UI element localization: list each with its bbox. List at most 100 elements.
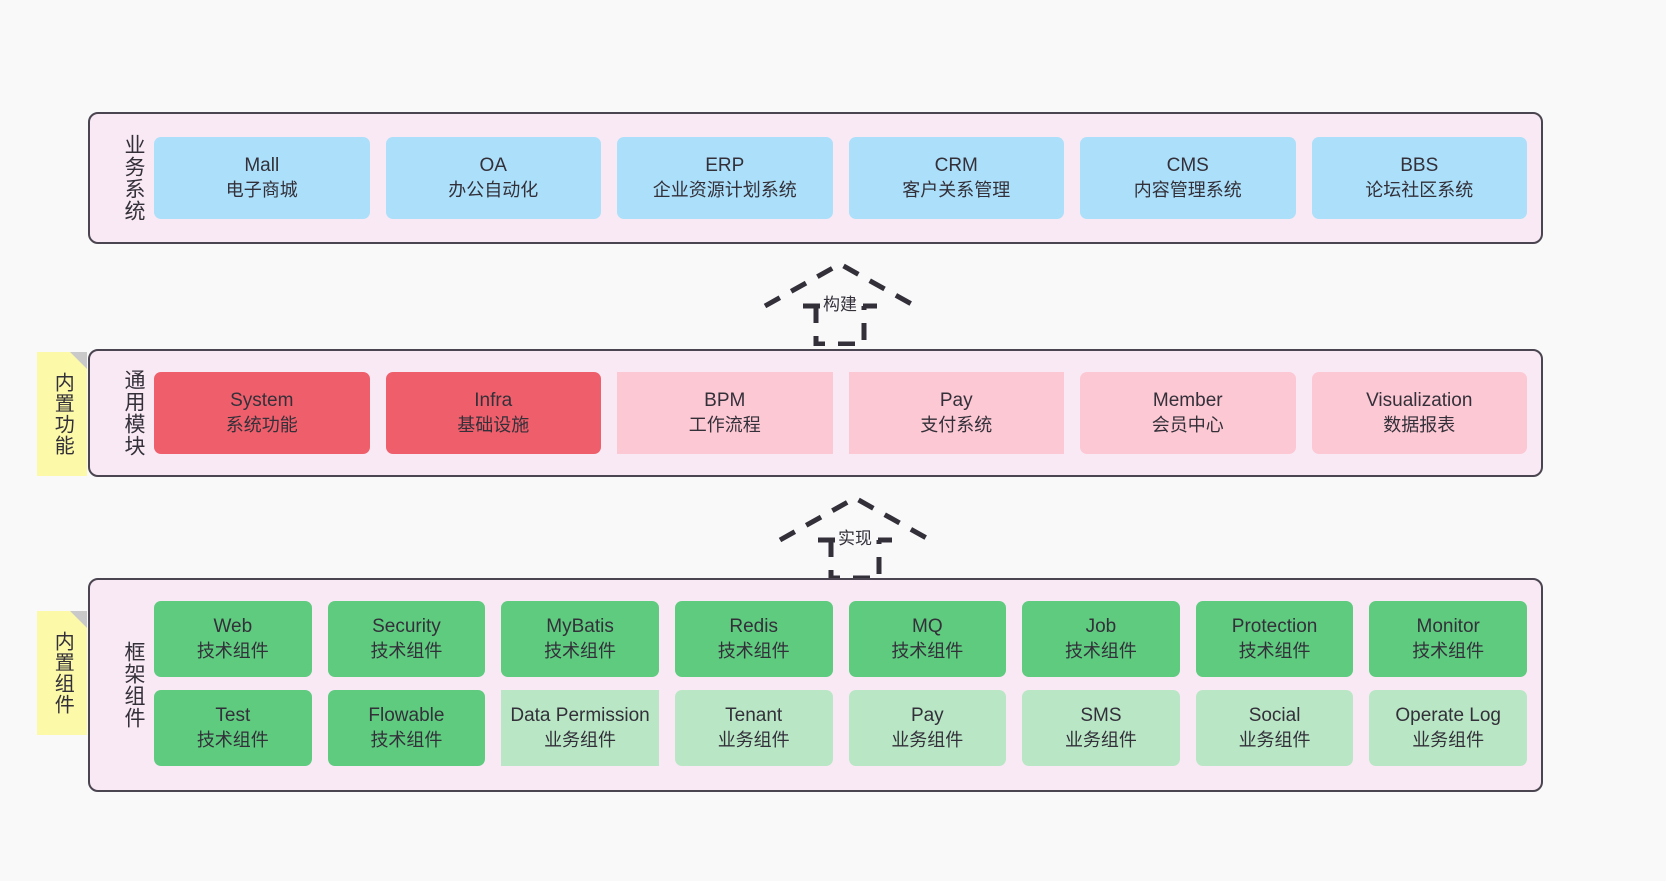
arrow-implement-label: 实现: [836, 524, 874, 549]
card-web-en: Web: [213, 616, 253, 638]
layer-business-systems: 业务系统 Mall 电子商城 OA 办公自动化 ERP 企业资源计划系统 CRM…: [88, 112, 1543, 244]
card-redis-en: Redis: [729, 616, 778, 638]
card-visualization-cn: 数据报表: [1383, 414, 1456, 435]
card-crm-en: CRM: [934, 155, 978, 177]
note-builtin-component: 内置组件: [37, 611, 87, 735]
card-security-en: Security: [372, 616, 441, 638]
card-sms-en: SMS: [1080, 705, 1122, 727]
card-flowable-en: Flowable: [368, 705, 445, 727]
note-builtin-function: 内置功能: [37, 352, 87, 476]
layer-framework-components: 框架组件 Web 技术组件 Security 技术组件 MyBatis 技术组件…: [88, 578, 1543, 792]
card-mq[interactable]: MQ 技术组件: [848, 601, 1007, 677]
card-sms[interactable]: SMS 业务组件: [1022, 690, 1180, 766]
card-job[interactable]: Job 技术组件: [1022, 601, 1180, 677]
card-visualization-en: Visualization: [1366, 390, 1473, 412]
card-mq-en: MQ: [912, 616, 943, 638]
card-pay-module-en: Pay: [939, 390, 973, 412]
framework-components-row-tech: Web 技术组件 Security 技术组件 MyBatis 技术组件 Redi…: [154, 601, 1527, 677]
card-member-en: Member: [1152, 390, 1223, 412]
card-web-cn: 技术组件: [196, 640, 269, 661]
card-mall-en: Mall: [244, 155, 280, 177]
card-visualization[interactable]: Visualization 数据报表: [1311, 372, 1527, 454]
card-monitor[interactable]: Monitor 技术组件: [1369, 601, 1527, 677]
card-bpm-cn: 工作流程: [688, 414, 761, 435]
card-protection-en: Protection: [1231, 616, 1318, 638]
card-social[interactable]: Social 业务组件: [1195, 690, 1354, 766]
layer-common-modules: 通用模块 System 系统功能 Infra 基础设施 BPM 工作流程 Pay…: [88, 349, 1543, 477]
card-crm-cn: 客户关系管理: [902, 179, 1011, 200]
card-system-en: System: [230, 390, 294, 412]
card-infra[interactable]: Infra 基础设施: [385, 372, 601, 454]
card-bpm-en: BPM: [704, 390, 746, 412]
card-data-permission-en: Data Permission: [510, 705, 650, 727]
card-cms[interactable]: CMS 内容管理系统: [1080, 137, 1296, 219]
card-pay-component-cn: 业务组件: [891, 729, 964, 750]
card-tenant-en: Tenant: [725, 705, 783, 727]
card-protection[interactable]: Protection 技术组件: [1195, 601, 1354, 677]
card-pay-module[interactable]: Pay 支付系统: [848, 372, 1064, 454]
card-redis-cn: 技术组件: [717, 640, 790, 661]
layer-framework-components-title: 框架组件: [122, 641, 145, 729]
card-mybatis-en: MyBatis: [546, 616, 614, 638]
card-bbs-en: BBS: [1400, 155, 1439, 177]
framework-components-card-grid: Web 技术组件 Security 技术组件 MyBatis 技术组件 Redi…: [144, 601, 1541, 769]
card-cms-cn: 内容管理系统: [1133, 179, 1242, 200]
card-sms-cn: 业务组件: [1064, 729, 1137, 750]
card-pay-component-en: Pay: [910, 705, 944, 727]
card-protection-cn: 技术组件: [1238, 640, 1311, 661]
note-fold-corner-icon: [70, 611, 87, 628]
card-mall[interactable]: Mall 电子商城: [154, 137, 370, 219]
generalization-arrow-implement: 实现: [770, 492, 940, 580]
card-oa[interactable]: OA 办公自动化: [385, 137, 601, 219]
card-oa-cn: 办公自动化: [448, 179, 539, 200]
card-crm[interactable]: CRM 客户关系管理: [848, 137, 1064, 219]
card-security[interactable]: Security 技术组件: [327, 601, 486, 677]
note-fold-corner-icon: [70, 352, 87, 369]
card-bpm[interactable]: BPM 工作流程: [617, 372, 833, 454]
card-operate-log-cn: 业务组件: [1412, 729, 1485, 750]
card-monitor-en: Monitor: [1416, 616, 1480, 638]
card-pay-component[interactable]: Pay 业务组件: [848, 690, 1007, 766]
card-system-cn: 系统功能: [225, 414, 298, 435]
card-flowable[interactable]: Flowable 技术组件: [327, 690, 486, 766]
card-security-cn: 技术组件: [370, 640, 443, 661]
card-mybatis-cn: 技术组件: [544, 640, 617, 661]
card-erp-en: ERP: [705, 155, 745, 177]
card-system[interactable]: System 系统功能: [154, 372, 370, 454]
arrow-build-label: 构建: [821, 290, 859, 315]
card-flowable-cn: 技术组件: [370, 729, 443, 750]
card-test-cn: 技术组件: [196, 729, 269, 750]
card-erp[interactable]: ERP 企业资源计划系统: [617, 137, 833, 219]
note-builtin-function-text: 内置功能: [51, 372, 74, 456]
generalization-arrow-build: 构建: [755, 258, 925, 346]
card-social-cn: 业务组件: [1238, 729, 1311, 750]
card-test[interactable]: Test 技术组件: [154, 690, 312, 766]
card-infra-en: Infra: [474, 390, 513, 412]
card-infra-cn: 基础设施: [457, 414, 530, 435]
card-data-permission[interactable]: Data Permission 业务组件: [501, 690, 659, 766]
card-data-permission-cn: 业务组件: [544, 729, 617, 750]
card-redis[interactable]: Redis 技术组件: [674, 601, 833, 677]
card-bbs[interactable]: BBS 论坛社区系统: [1311, 137, 1527, 219]
card-monitor-cn: 技术组件: [1412, 640, 1485, 661]
card-member-cn: 会员中心: [1151, 414, 1224, 435]
card-job-cn: 技术组件: [1064, 640, 1137, 661]
card-job-en: Job: [1085, 616, 1117, 638]
card-social-en: Social: [1248, 705, 1301, 727]
framework-components-row-business: Test 技术组件 Flowable 技术组件 Data Permission …: [154, 690, 1527, 766]
card-oa-en: OA: [479, 155, 507, 177]
card-member[interactable]: Member 会员中心: [1080, 372, 1296, 454]
card-tenant[interactable]: Tenant 业务组件: [674, 690, 833, 766]
card-operate-log[interactable]: Operate Log 业务组件: [1369, 690, 1527, 766]
card-erp-cn: 企业资源计划系统: [652, 179, 797, 200]
card-web[interactable]: Web 技术组件: [154, 601, 312, 677]
layer-common-modules-title: 通用模块: [122, 369, 145, 457]
card-mq-cn: 技术组件: [891, 640, 964, 661]
card-operate-log-en: Operate Log: [1395, 705, 1501, 727]
business-systems-card-list: Mall 电子商城 OA 办公自动化 ERP 企业资源计划系统 CRM 客户关系…: [144, 137, 1541, 219]
card-test-en: Test: [215, 705, 251, 727]
card-bbs-cn: 论坛社区系统: [1365, 179, 1474, 200]
note-builtin-component-text: 内置组件: [51, 631, 74, 715]
card-tenant-cn: 业务组件: [717, 729, 790, 750]
card-mybatis[interactable]: MyBatis 技术组件: [501, 601, 659, 677]
